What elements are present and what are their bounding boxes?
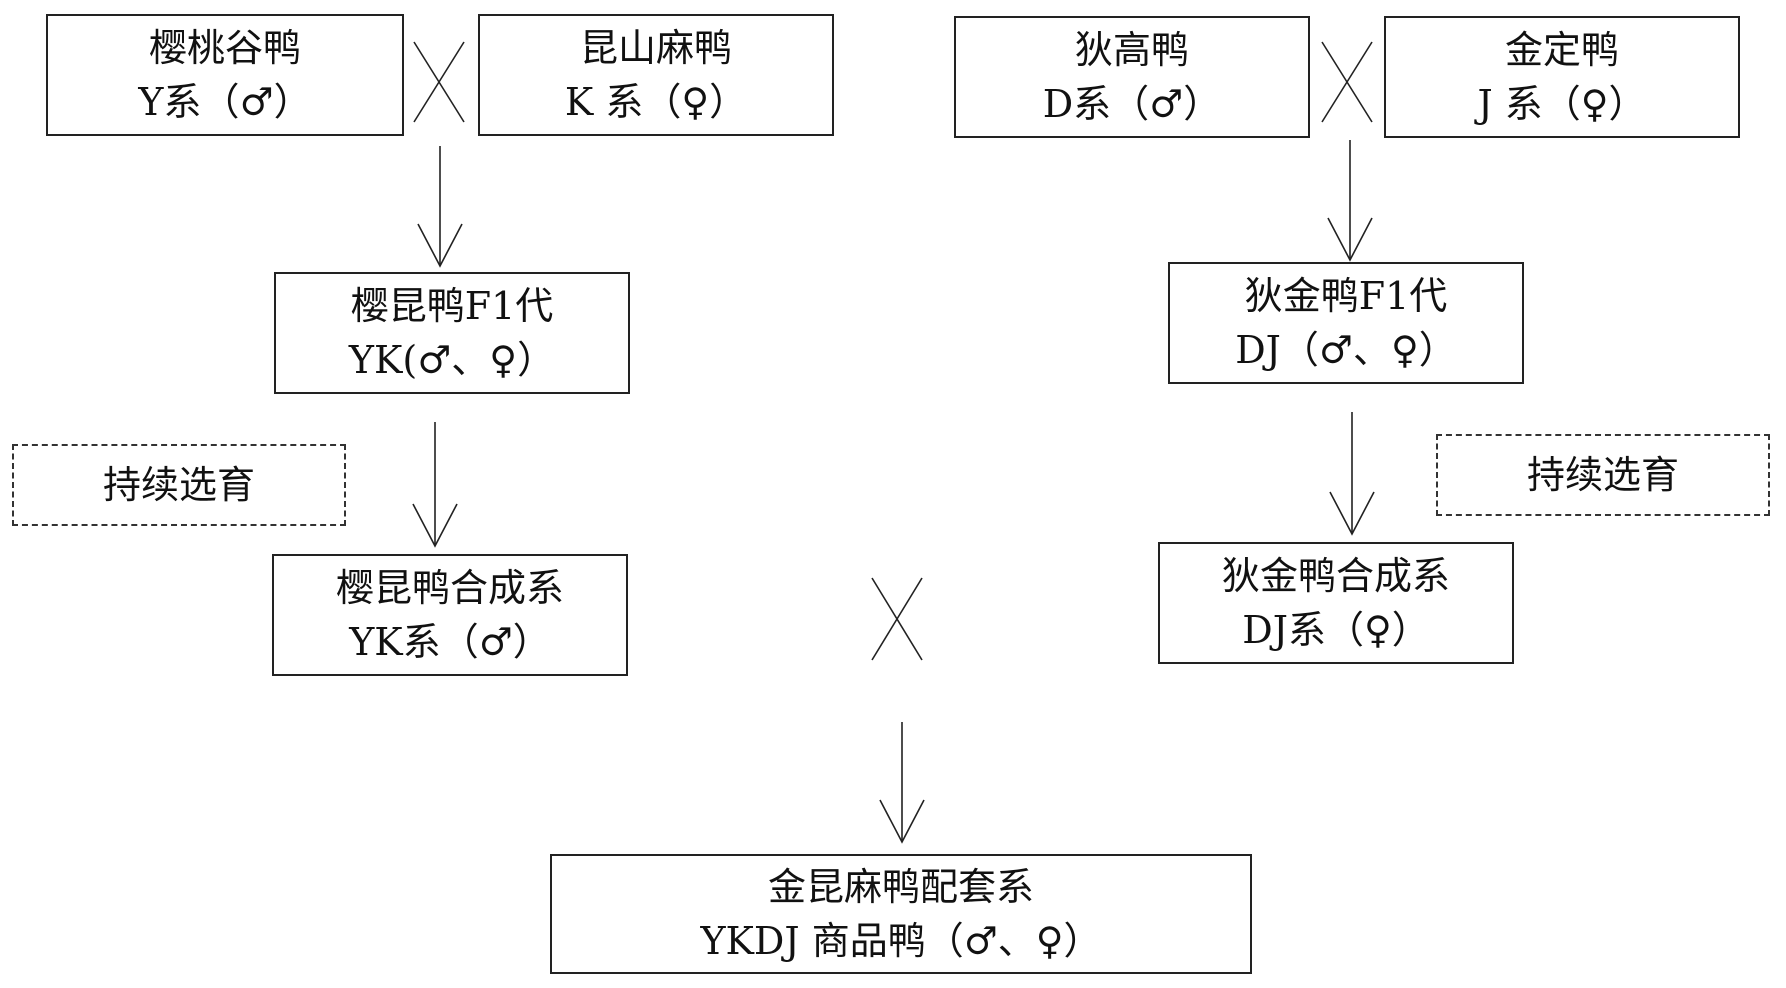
note-text: 持续选育 (1526, 453, 1679, 497)
node-code: J 系（♀） (1477, 82, 1647, 126)
node-yk-synthetic: 樱昆鸭合成系 YK系（♂） (272, 554, 628, 676)
node-name: 金定鸭 (1504, 28, 1619, 72)
node-name: 狄金鸭F1代 (1244, 274, 1448, 318)
node-dj-f1: 狄金鸭F1代 DJ（♂、♀） (1168, 262, 1524, 384)
node-code: DJ（♂、♀） (1235, 328, 1457, 372)
node-name: 樱昆鸭合成系 (335, 566, 564, 610)
arrow-dj-f1-to-synthetic (1329, 412, 1375, 536)
node-y-line: 樱桃谷鸭 Y系（♂） (46, 14, 404, 136)
node-name: 昆山麻鸭 (579, 26, 732, 70)
node-name: 金昆麻鸭配套系 (767, 865, 1034, 909)
node-code: Y系（♂） (138, 80, 312, 124)
note-text: 持续选育 (102, 463, 255, 507)
node-name: 樱昆鸭F1代 (350, 284, 554, 328)
cross-mark-center (871, 577, 923, 661)
node-product: 金昆麻鸭配套系 YKDJ 商品鸭（♂、♀） (550, 854, 1252, 974)
node-name: 狄金鸭合成系 (1221, 554, 1450, 598)
cross-mark-yk (413, 41, 465, 123)
node-name: 樱桃谷鸭 (148, 26, 301, 70)
node-code: YKDJ 商品鸭（♂、♀） (700, 919, 1102, 963)
cross-mark-dj (1321, 41, 1373, 123)
node-code: YK(♂、♀） (348, 338, 556, 382)
node-name: 狄高鸭 (1074, 28, 1189, 72)
arrow-yk-to-f1 (417, 146, 463, 268)
node-code: D系（♂） (1042, 82, 1222, 126)
arrow-yk-f1-to-synthetic (412, 422, 458, 548)
node-code: DJ系（♀） (1242, 608, 1430, 652)
node-j-line: 金定鸭 J 系（♀） (1384, 16, 1740, 138)
node-d-line: 狄高鸭 D系（♂） (954, 16, 1310, 138)
arrow-to-product (879, 722, 925, 844)
node-k-line: 昆山麻鸭 K 系（♀） (478, 14, 834, 136)
node-code: YK系（♂） (349, 620, 551, 664)
node-yk-f1: 樱昆鸭F1代 YK(♂、♀） (274, 272, 630, 394)
arrow-dj-to-f1 (1327, 140, 1373, 262)
note-continuous-selection-right: 持续选育 (1436, 434, 1770, 516)
node-dj-synthetic: 狄金鸭合成系 DJ系（♀） (1158, 542, 1514, 664)
node-code: K 系（♀） (564, 80, 748, 124)
note-continuous-selection-left: 持续选育 (12, 444, 346, 526)
